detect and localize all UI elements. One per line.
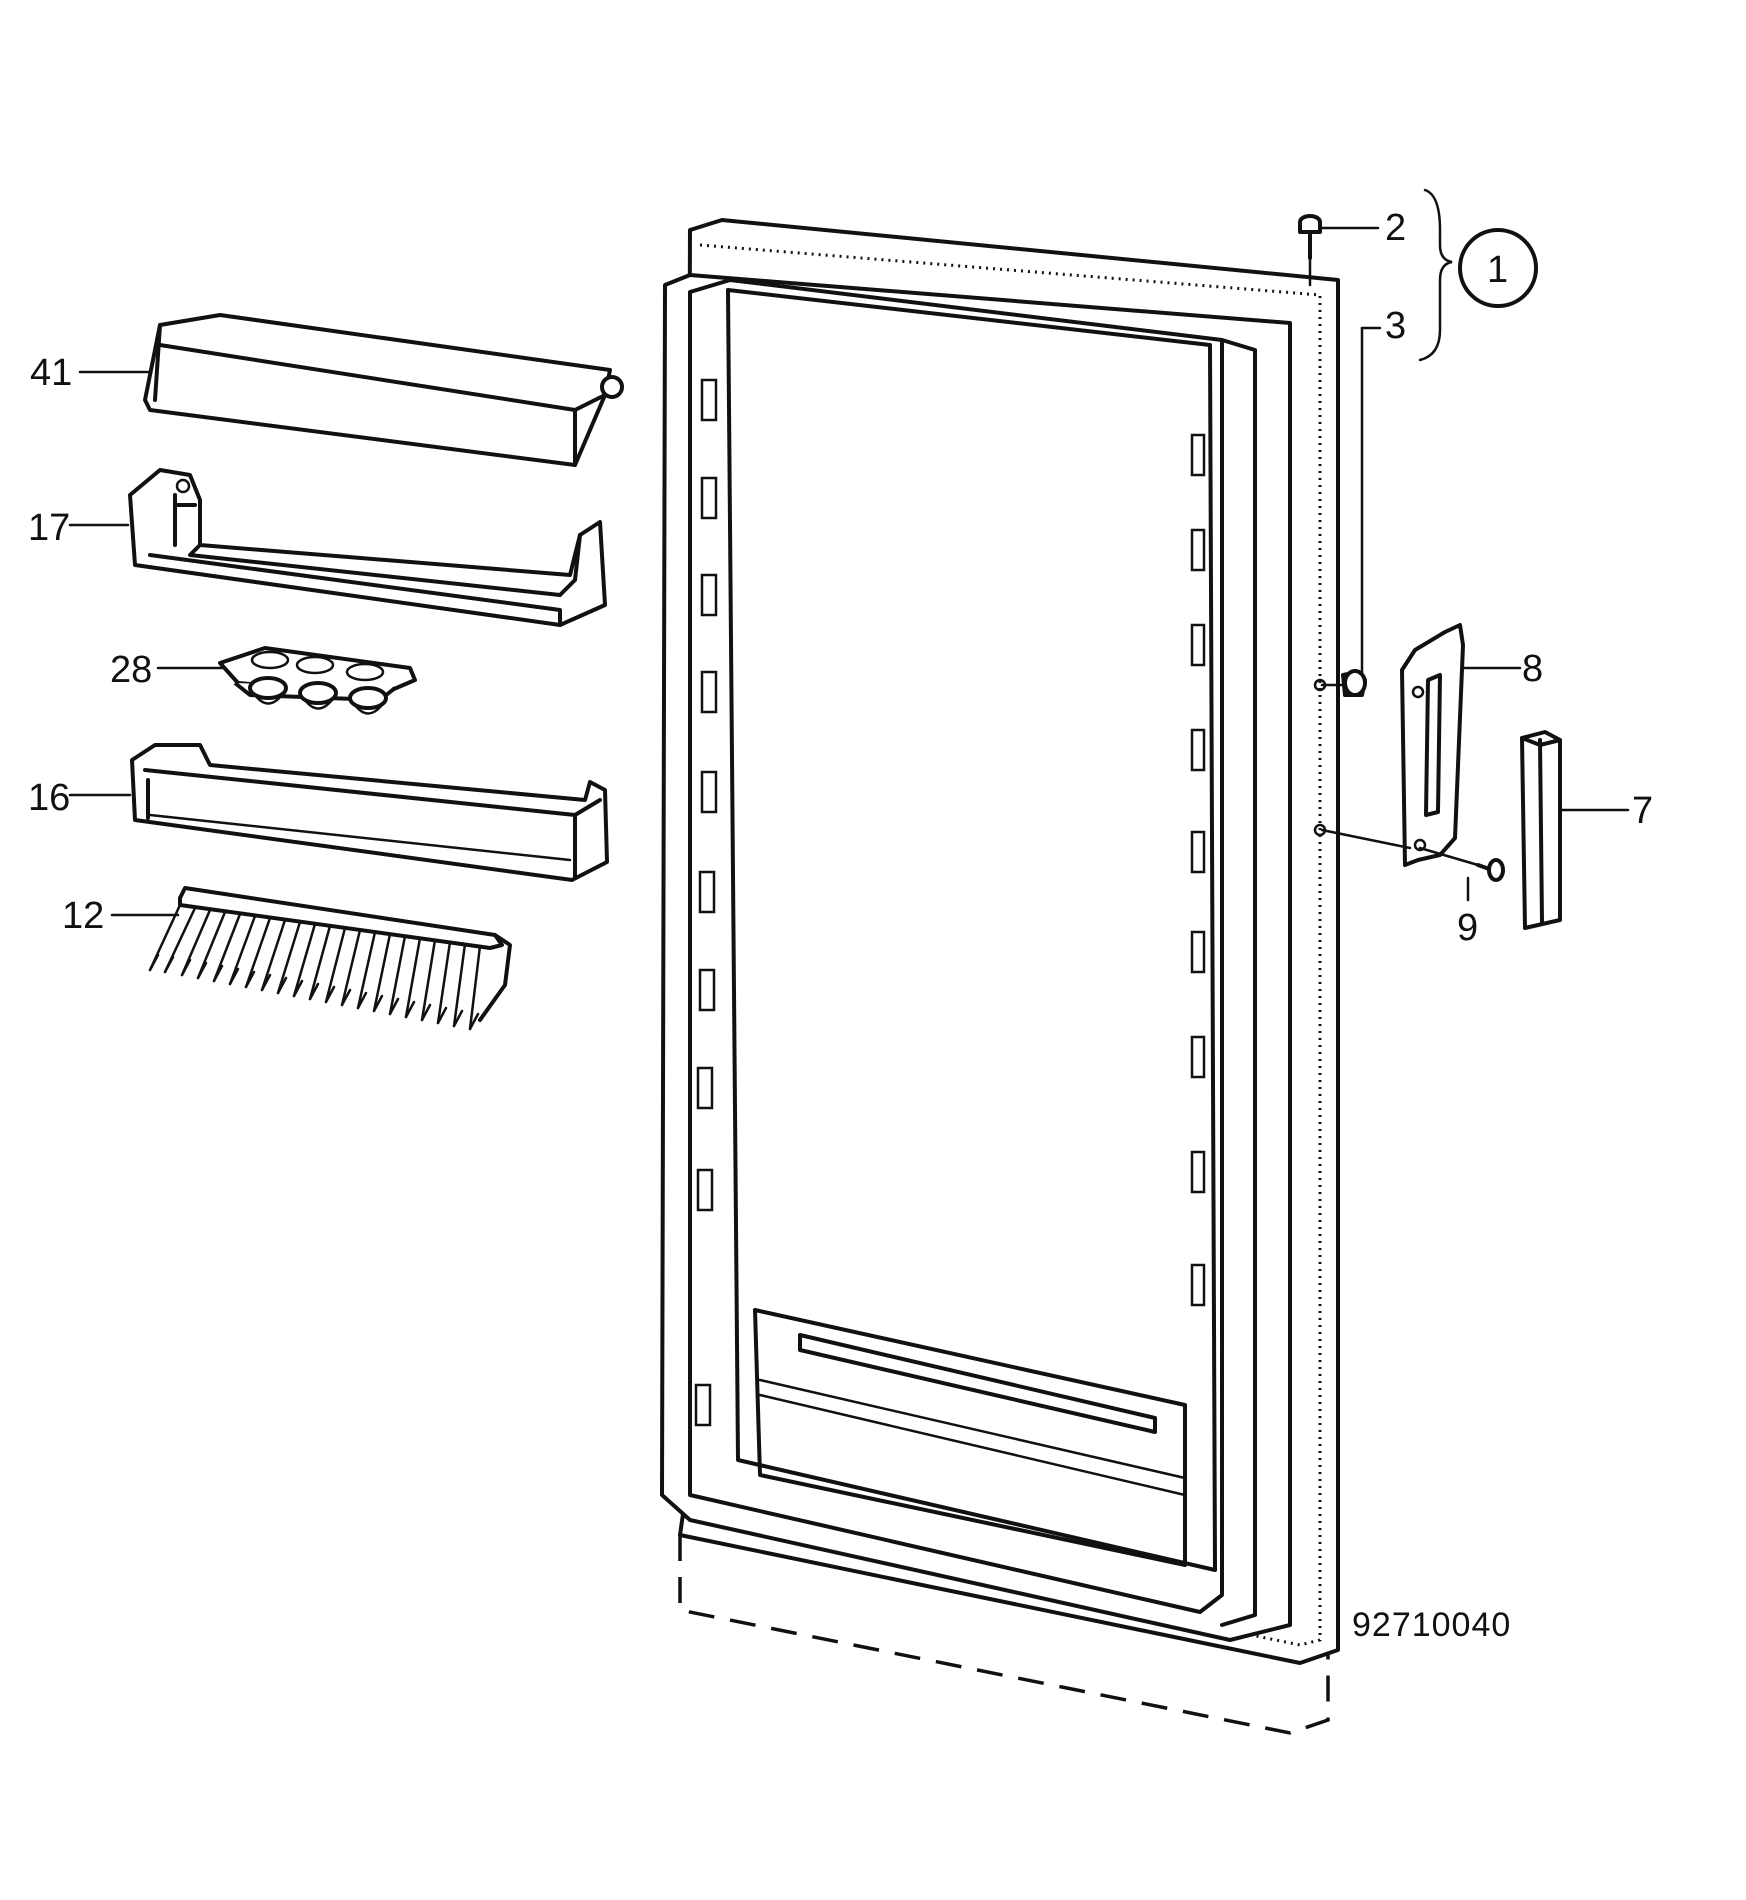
callout-7: 7	[1632, 790, 1653, 832]
callout-8: 8	[1522, 648, 1543, 690]
callout-28: 28	[110, 649, 152, 691]
callout-1: 1	[1487, 249, 1508, 291]
callout-16: 16	[28, 777, 70, 819]
callout-1-circle	[1458, 228, 1538, 308]
part-3-hinge-pin: 3	[1320, 305, 1406, 697]
part-12-bottle-retainer: 12	[62, 886, 512, 1031]
part-17-door-shelf: 17	[28, 468, 607, 627]
brace	[1418, 188, 1453, 362]
shelf-clips-right	[1190, 433, 1206, 1307]
door-dashed-outline	[678, 1535, 1330, 1735]
shelf-clips-left	[694, 378, 718, 1427]
callout-17: 17	[28, 507, 70, 549]
callout-2: 2	[1385, 207, 1406, 249]
part-16-bottle-shelf: 16	[28, 743, 609, 882]
drawing-code: 92710040	[1352, 1606, 1511, 1644]
assembly-1-bracket: 1	[1418, 188, 1538, 362]
door-bottom-recess	[753, 1308, 1187, 1567]
callout-3: 3	[1385, 305, 1406, 347]
part-28-egg-tray: 28	[110, 646, 417, 715]
door-liner-rim	[688, 278, 1224, 1614]
door-liner-panel	[726, 288, 1217, 1572]
door-assembly	[660, 218, 1340, 1735]
callout-41: 41	[30, 352, 72, 394]
door-right-ledge	[1220, 338, 1257, 1627]
part-41-top-cover: 41	[30, 313, 624, 467]
part-2-screw: 2	[1298, 207, 1406, 287]
callout-12: 12	[62, 895, 104, 937]
part-9-screw: 9	[1418, 846, 1505, 949]
callout-9: 9	[1457, 907, 1478, 949]
part-7-handle-insert: 7	[1520, 730, 1653, 930]
part-8-handle-bracket: 8	[1320, 623, 1543, 867]
door-inner-liner	[660, 273, 1292, 1642]
